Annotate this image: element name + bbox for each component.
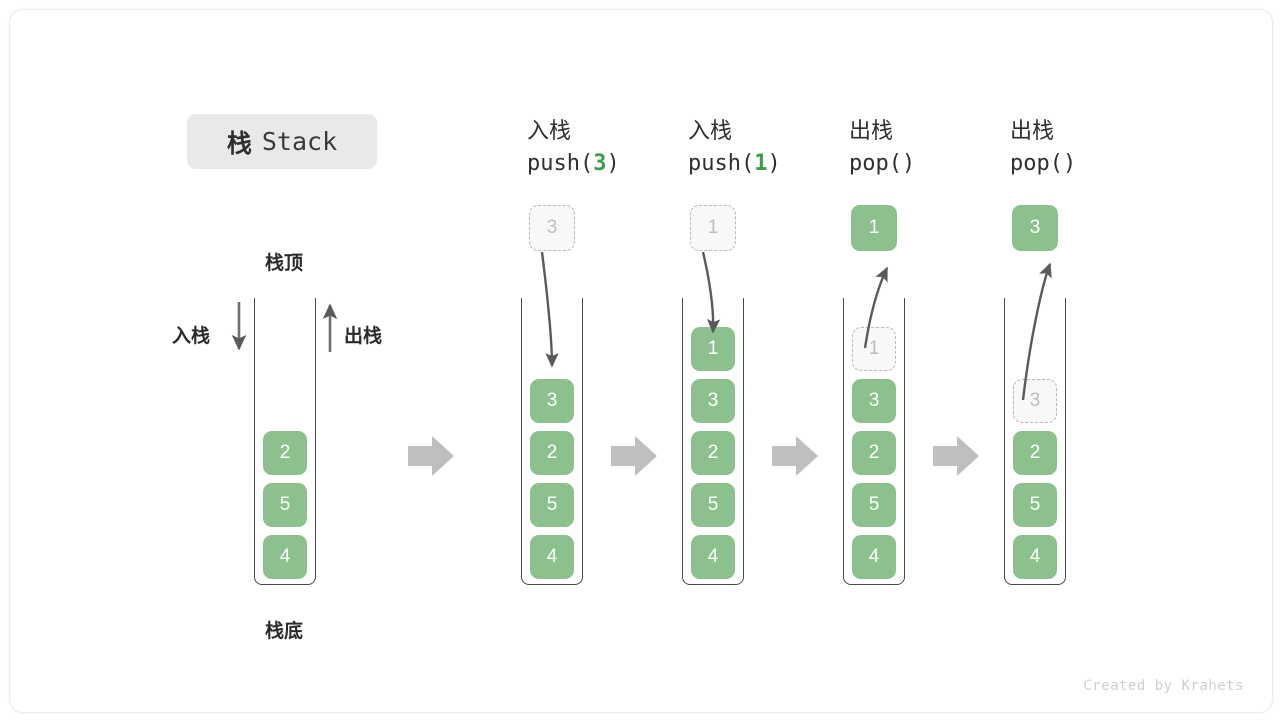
stack-cells-step-3: 1 3 2 5 4: [843, 298, 905, 585]
flow-arrow-4: [933, 436, 979, 476]
stack-cell: 2: [691, 431, 735, 475]
step-header-label: 入栈: [527, 118, 572, 143]
step-header-code: push(1): [688, 151, 781, 177]
stack-cell: 2: [263, 431, 307, 475]
stack-container-step-2: [682, 298, 744, 585]
flow-arrow-2: [611, 436, 657, 476]
stack-cells-step-2: 1 3 2 5 4: [682, 298, 744, 585]
label-push-direction: 入栈: [172, 326, 211, 347]
flow-arrow-1: [408, 436, 454, 476]
stack-cell: 4: [263, 535, 307, 579]
diagram-card: 栈 Stack 栈顶 栈底 入栈 出栈 2 5 4 入栈 push(3) 3 3 2 5 4 入栈…: [9, 9, 1273, 713]
step-header-code: pop(): [849, 151, 916, 177]
incoming-element: 3: [529, 205, 575, 251]
stack-cell: 4: [691, 535, 735, 579]
stack-cells-initial: 2 5 4: [254, 298, 316, 585]
stack-cells-step-1: 3 2 5 4: [521, 298, 583, 585]
stack-container-step-4: [1004, 298, 1066, 585]
title-badge: 栈 Stack: [187, 114, 377, 169]
stack-container-step-1: [521, 298, 583, 585]
stack-container-initial: [254, 298, 316, 585]
popped-element: 3: [1012, 205, 1058, 251]
title-en: Stack: [261, 127, 338, 156]
label-pop-direction: 出栈: [344, 326, 383, 347]
step-header-1: 入栈 push(3): [527, 116, 677, 178]
stack-cell: 4: [530, 535, 574, 579]
stack-cell-ghost: 1: [852, 327, 896, 371]
stack-cell: 4: [1013, 535, 1057, 579]
label-stack-top: 栈顶: [264, 253, 303, 274]
step-header-2: 入栈 push(1): [688, 116, 838, 178]
step-header-label: 出栈: [849, 118, 894, 143]
stack-container-step-3: [843, 298, 905, 585]
step-header-3: 出栈 pop(): [849, 116, 999, 178]
step-header-label: 出栈: [1010, 118, 1055, 143]
flow-arrow-3: [772, 436, 818, 476]
title-cn: 栈: [226, 129, 253, 158]
credit-text: Created by Krahets: [1083, 678, 1244, 694]
stack-cell: 4: [852, 535, 896, 579]
stack-cell: 2: [852, 431, 896, 475]
stack-cell: 5: [530, 483, 574, 527]
stack-cell: 1: [691, 327, 735, 371]
stack-cell: 2: [530, 431, 574, 475]
stack-cell: 3: [852, 379, 896, 423]
step-header-code: pop(): [1010, 151, 1077, 177]
stack-cell: 5: [852, 483, 896, 527]
stack-cell: 5: [1013, 483, 1057, 527]
stack-cell-ghost: 3: [1013, 379, 1057, 423]
stack-cell: 3: [691, 379, 735, 423]
step-header-4: 出栈 pop(): [1010, 116, 1160, 178]
stack-cell: 5: [263, 483, 307, 527]
step-header-label: 入栈: [688, 118, 733, 143]
stack-cell: 3: [530, 379, 574, 423]
stack-cells-step-4: 3 2 5 4: [1004, 298, 1066, 585]
label-stack-bottom: 栈底: [264, 621, 303, 642]
incoming-element: 1: [690, 205, 736, 251]
stack-cell: 5: [691, 483, 735, 527]
stack-cell: 2: [1013, 431, 1057, 475]
popped-element: 1: [851, 205, 897, 251]
step-header-code: push(3): [527, 151, 620, 177]
